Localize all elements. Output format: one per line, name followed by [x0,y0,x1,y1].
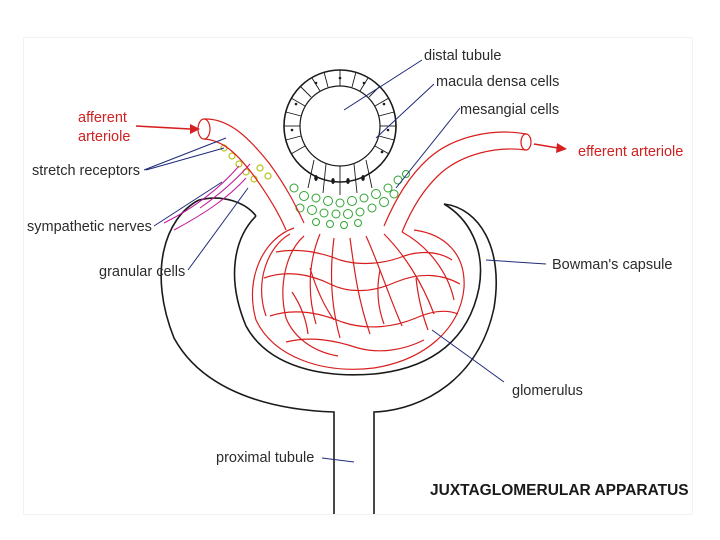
label-bowmans-capsule: Bowman's capsule [552,257,672,273]
label-macula-densa: macula densa cells [436,74,559,90]
mesangial-cells [289,170,410,229]
figure-title: JUXTAGLOMERULAR APPARATUS [430,482,689,499]
label-afferent-1: afferent [78,110,127,126]
label-efferent: efferent arteriole [578,144,683,160]
jga-diagram: distal tubule macula densa cells mesangi… [27,48,689,514]
outflow-arrow [533,143,567,153]
stretch-receptors-marks [220,144,272,183]
label-glomerulus: glomerulus [512,383,583,399]
figure-frame: distal tubule macula densa cells mesangi… [24,38,692,514]
inflow-arrow [135,124,200,134]
label-sympathetic-nerves: sympathetic nerves [27,219,152,235]
label-distal-tubule: distal tubule [424,48,501,64]
label-afferent-2: arteriole [78,129,130,145]
label-stretch-receptors: stretch receptors [32,163,140,179]
bowmans-capsule [160,197,497,514]
efferent-arteriole [383,131,532,233]
distal-tubule [283,69,397,195]
sympathetic-nerves-marks [163,163,251,231]
label-granular-cells: granular cells [99,264,185,280]
leader-lines [143,59,547,463]
label-mesangial-cells: mesangial cells [460,102,559,118]
glomerulus-capillaries [251,227,465,370]
label-proximal-tubule: proximal tubule [216,450,314,466]
